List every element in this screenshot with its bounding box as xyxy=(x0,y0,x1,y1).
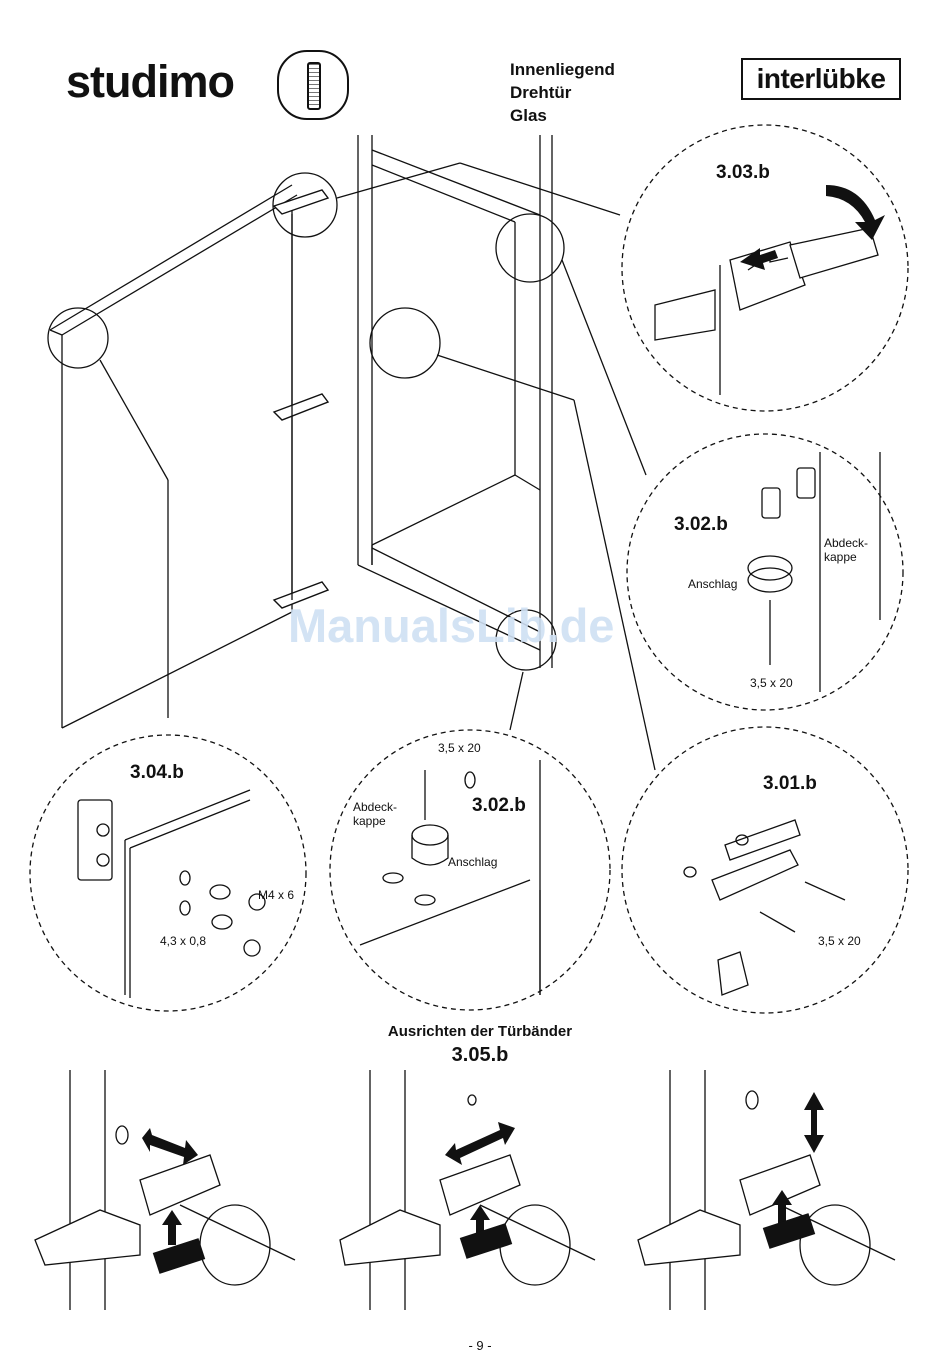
screwdriver-handle-3-icon xyxy=(763,1213,815,1249)
adjust-side-arrow-icon xyxy=(142,1128,198,1165)
screwdriver-handle-2-icon xyxy=(460,1223,512,1259)
door-hinges-drawing xyxy=(274,190,328,608)
step-3-03-b-label: 3.03.b xyxy=(716,162,770,184)
page-number: - 9 - xyxy=(440,1338,520,1353)
screwdriver-up-arrow-1-icon xyxy=(162,1210,182,1245)
step-3-01-b-label: 3.01.b xyxy=(763,773,817,795)
stop-label-bottom: Anschlag xyxy=(448,855,497,869)
bracket-detail-drawing xyxy=(78,790,265,998)
cover-cap-label-bottom: Abdeck- kappe xyxy=(353,800,397,828)
stop-label-right: Anschlag xyxy=(688,577,737,591)
alignment-drawing-1 xyxy=(35,1070,295,1310)
glass-door-drawing xyxy=(50,185,297,728)
alignment-drawing-2 xyxy=(340,1070,595,1310)
step-3-02-b-bottom-label: 3.02.b xyxy=(472,795,526,817)
alignment-title: Ausrichten der Türbänder xyxy=(330,1023,630,1040)
watermark: ManualsLib.de xyxy=(288,598,614,653)
screw-size-label-right: 3,5 x 20 xyxy=(750,676,793,690)
mounting-plate-detail-drawing xyxy=(684,820,845,995)
screw-size-label-plate: 3,5 x 20 xyxy=(818,934,861,948)
screw-size-label-bottom: 3,5 x 20 xyxy=(438,741,481,755)
adjust-height-arrow-icon xyxy=(804,1092,824,1153)
bolt-size-label: M4 x 6 xyxy=(258,888,294,902)
stop-detail-drawing xyxy=(748,452,880,692)
step-3-02-b-right-label: 3.02.b xyxy=(674,514,728,536)
washer-size-label: 4,3 x 0,8 xyxy=(160,934,206,948)
alignment-step-label: 3.05.b xyxy=(330,1044,630,1067)
step-3-04-b-label: 3.04.b xyxy=(130,762,184,784)
alignment-drawing-3 xyxy=(638,1070,895,1310)
screwdriver-handle-1-icon xyxy=(153,1238,205,1274)
cover-cap-label-right: Abdeck- kappe xyxy=(824,536,868,564)
